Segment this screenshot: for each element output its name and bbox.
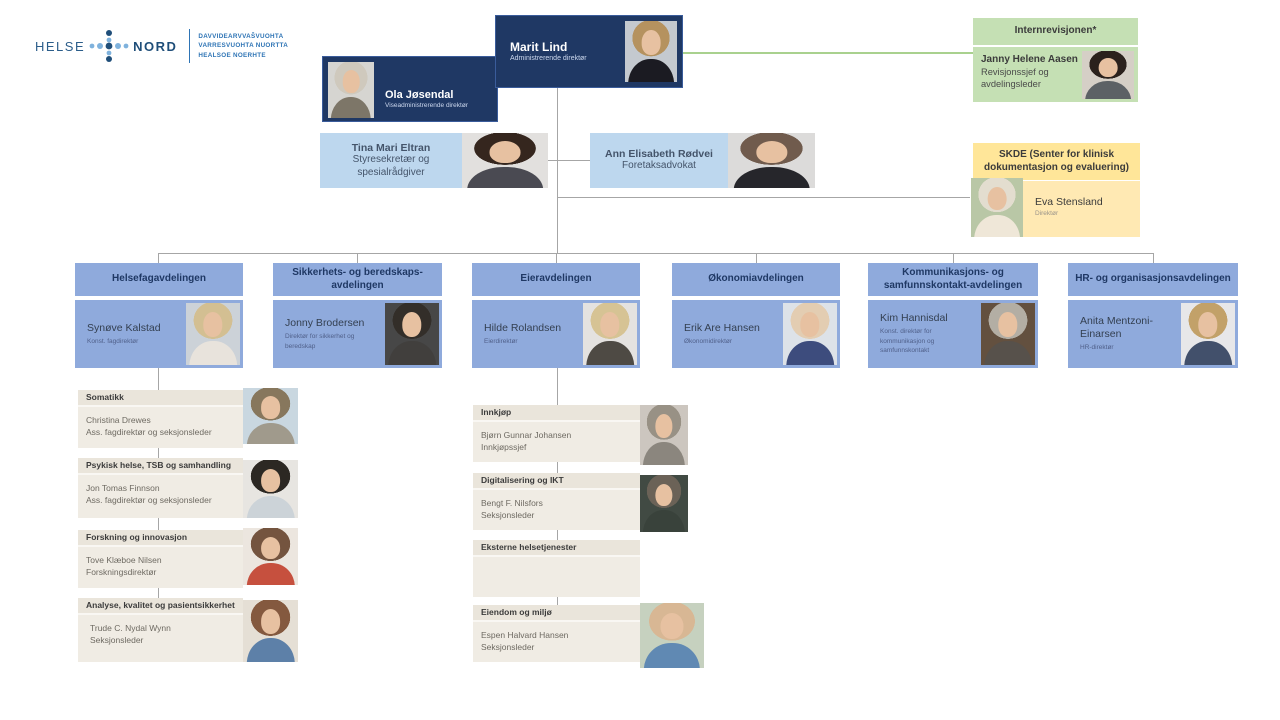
deputy-ceo-card: Ola Jøsendal Viseadministrerende direktø… xyxy=(322,56,498,122)
dept-header-sikkerhet: Sikkerhets- og beredskaps-avdelingen xyxy=(273,263,442,296)
connector-stub xyxy=(1153,253,1154,264)
dept-leader-eier: Hilde Rolandsen Eierdirektør xyxy=(472,300,640,368)
unit-person-name: Espen Halvard Hansen xyxy=(481,630,569,640)
unit-person-role: Seksjonsleder xyxy=(481,642,535,653)
logo-brand-helse: HELSE xyxy=(35,38,86,54)
legal-counsel-photo xyxy=(728,133,815,188)
dept-header-okonomi: Økonomiavdelingen xyxy=(672,263,840,296)
unit-eksterne-helsetjenester: Eksterne helsetjenester xyxy=(473,540,640,597)
unit-eiendom: Eiendom og miljø Espen Halvard Hansen Se… xyxy=(473,605,640,662)
unit-analyse: Analyse, kvalitet og pasientsikkerhet Tr… xyxy=(78,598,243,662)
ceo-name: Marit Lind xyxy=(510,39,568,54)
logo-tagline: DAVVIDEARVVAŠVUOHTA VARRESVUOHTA NUORTTA… xyxy=(198,33,289,59)
deputy-ceo-photo xyxy=(328,62,374,118)
unit-somatikk: Somatikk Christina Drewes Ass. fagdirekt… xyxy=(78,390,243,448)
unit-digitalisering-photo xyxy=(640,475,688,532)
helse-nord-logo: HELSE NORD DAVVIDEARVVAŠVUOHTA VARRESVUO… xyxy=(35,26,288,66)
unit-forskning: Forskning og innovasjon Tove Klæboe Nils… xyxy=(78,530,243,588)
dept-leader-photo xyxy=(1181,303,1235,365)
unit-psykisk-helse-photo xyxy=(243,460,298,518)
logo-dots-icon xyxy=(89,30,129,62)
dept-header-kommunikasjon: Kommunikasjons- og samfunnskontakt-avdel… xyxy=(868,263,1038,296)
logo-brand-nord: NORD xyxy=(133,38,178,54)
deputy-ceo-title: Viseadministrerende direktør xyxy=(385,102,468,110)
unit-innkjop: Innkjøp Bjørn Gunnar Johansen Innkjøpssj… xyxy=(473,405,640,462)
skde-name: Eva Stensland xyxy=(1035,196,1103,208)
connector-stub xyxy=(556,253,557,264)
legal-counsel-card: Ann Elisabeth Rødvei Foretaksadvokat xyxy=(590,133,815,188)
connector-stub xyxy=(357,253,358,264)
unit-person-role: Ass. fagdirektør og seksjonsleder xyxy=(86,495,212,506)
internal-audit-header: Internrevisjonen* xyxy=(973,18,1138,45)
unit-person-role: Innkjøpssjef xyxy=(481,442,527,453)
ceo-photo xyxy=(625,21,677,82)
dept-leader-sikkerhet: Jonny Brodersen Direktør for sikkerhet o… xyxy=(273,300,442,368)
connector-to-skde xyxy=(557,197,970,198)
dept-header-eier: Eieravdelingen xyxy=(472,263,640,296)
board-secretary-photo xyxy=(462,133,548,188)
unit-innkjop-photo xyxy=(640,405,688,465)
unit-analyse-photo xyxy=(243,600,298,662)
board-secretary-title: Styresekretær og spesialrådgiver xyxy=(352,154,430,178)
dept-leader-photo xyxy=(783,303,837,365)
deputy-ceo-name: Ola Jøsendal xyxy=(385,89,454,101)
unit-person-name: Trude C. Nydal Wynn xyxy=(90,623,171,633)
internal-audit-name: Janny Helene Aasen xyxy=(981,54,1078,65)
connector-main-trunk xyxy=(557,88,558,253)
unit-person-name: Bengt F. Nilsfors xyxy=(481,498,543,508)
connector-departments-line xyxy=(158,253,1154,254)
skde-photo xyxy=(971,178,1023,237)
connector-stub xyxy=(158,253,159,264)
unit-somatikk-photo xyxy=(243,388,298,444)
dept-leader-kommunikasjon: Kim Hannisdal Konst. direktør for kommun… xyxy=(868,300,1038,368)
dept-leader-photo xyxy=(385,303,439,365)
skde-header: SKDE (Senter for klinisk dokumentasjon o… xyxy=(973,143,1140,180)
unit-person-role: Forskningsdirektør xyxy=(86,567,157,578)
connector-secretary-advokat xyxy=(548,160,590,161)
dept-header-hr: HR- og organisasjonsavdelingen xyxy=(1068,263,1238,296)
legal-counsel-title: Foretaksadvokat xyxy=(622,160,696,172)
logo-divider xyxy=(189,29,191,63)
dept-leader-photo xyxy=(186,303,240,365)
internal-audit-title: Revisjonssjef og avdelingsleder xyxy=(981,67,1049,90)
unit-person-name: Jon Tomas Finnson xyxy=(86,483,160,493)
unit-person-name: Bjørn Gunnar Johansen xyxy=(481,430,572,440)
internal-audit-card: Janny Helene Aasen Revisjonssjef og avde… xyxy=(973,47,1138,102)
dept-header-helsefag: Helsefagavdelingen xyxy=(75,263,243,296)
unit-eiendom-photo xyxy=(640,603,704,668)
dept-leader-photo xyxy=(981,303,1035,365)
ceo-title: Administrerende direktør xyxy=(510,55,587,63)
unit-person-name: Tove Klæboe Nilsen xyxy=(86,555,162,565)
board-secretary-name: Tina Mari Eltran xyxy=(351,142,431,154)
unit-person-role: Seksjonsleder xyxy=(90,635,144,646)
unit-person-role: Seksjonsleder xyxy=(481,510,535,521)
connector-stub xyxy=(953,253,954,264)
unit-forskning-photo xyxy=(243,528,298,585)
dept-leader-hr: Anita Mentzoni-Einarsen HR-direktør xyxy=(1068,300,1238,368)
dept-leader-photo xyxy=(583,303,637,365)
internal-audit-photo xyxy=(1082,51,1134,99)
unit-digitalisering: Digitalisering og IKT Bengt F. Nilsfors … xyxy=(473,473,640,530)
dept-leader-okonomi: Erik Are Hansen Økonomidirektør xyxy=(672,300,840,368)
connector-stub xyxy=(756,253,757,264)
dept-leader-helsefag: Synøve Kalstad Konst. fagdirektør xyxy=(75,300,243,368)
unit-person-role: Ass. fagdirektør og seksjonsleder xyxy=(86,427,212,438)
skde-title: Direktør xyxy=(1035,210,1059,217)
skde-card: Eva Stensland Direktør xyxy=(971,178,1140,237)
connector-to-internal-audit xyxy=(683,52,973,54)
ceo-card: Marit Lind Administrerende direktør xyxy=(495,15,683,88)
legal-counsel-name: Ann Elisabeth Rødvei xyxy=(605,148,713,161)
board-secretary-card: Tina Mari Eltran Styresekretær og spesia… xyxy=(320,133,548,188)
unit-person-name: Christina Drewes xyxy=(86,415,151,425)
unit-psykisk-helse: Psykisk helse, TSB og samhandling Jon To… xyxy=(78,458,243,518)
